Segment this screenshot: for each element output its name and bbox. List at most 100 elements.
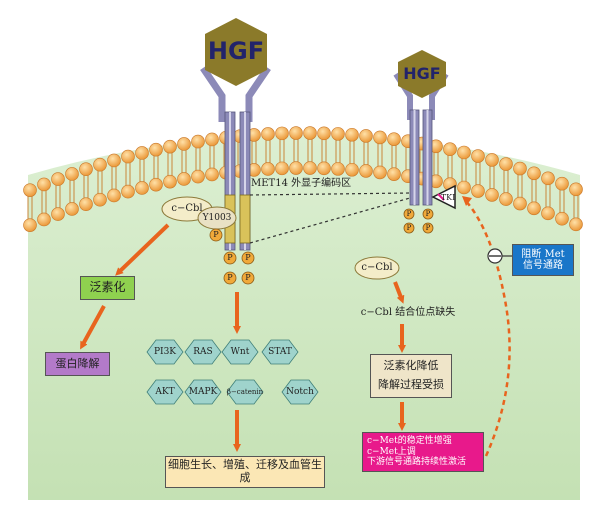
degradation-box: 蛋白降解 xyxy=(45,352,110,376)
reduced-line-1: 泛素化降低 xyxy=(383,359,439,373)
hgf-label-left: HGF xyxy=(207,37,265,66)
lipid-head xyxy=(499,192,513,206)
lipid-head xyxy=(191,169,205,184)
tki-triangle xyxy=(431,184,456,210)
lipid-head xyxy=(149,142,163,157)
lipid-head xyxy=(149,177,163,192)
arrow-cbl-to-site-loss xyxy=(393,281,405,304)
effector-hexagon xyxy=(261,339,299,365)
effector-label: Notch xyxy=(286,386,314,397)
phosphate-circle xyxy=(223,271,237,285)
reduced-ubiquitination-box: 泛素化降低 降解过程受损 xyxy=(370,354,452,398)
lipid-head xyxy=(541,171,555,186)
effector-hexagon xyxy=(281,379,319,405)
lipid-head xyxy=(555,176,569,191)
effector-label: MAPK xyxy=(188,386,218,397)
exon-label: MET14 外显子编码区 xyxy=(251,178,352,190)
effector-hexagons xyxy=(146,339,319,405)
lipid-head xyxy=(513,161,527,176)
met-receptor-left xyxy=(200,66,271,251)
effector-hexagon xyxy=(184,339,222,365)
lipid-head xyxy=(303,126,317,140)
tki-label: TKI xyxy=(440,193,456,203)
cbl-label-left: c−Cbl xyxy=(171,203,203,215)
lipid-head xyxy=(289,126,303,140)
phosphate-label: P xyxy=(425,223,431,232)
lipid-head xyxy=(471,184,485,198)
lipid-head xyxy=(443,142,457,157)
lipid-head xyxy=(485,153,499,167)
hgf-ligand-right xyxy=(398,50,446,98)
phosphate-label: P xyxy=(245,253,251,263)
block-met-line-1: 阻断 Met xyxy=(521,248,565,260)
lipid-head xyxy=(499,157,513,171)
lipid-head xyxy=(135,181,149,195)
inhibition-symbol xyxy=(487,248,512,264)
lipid-head xyxy=(373,130,387,145)
lipid-head xyxy=(163,174,177,189)
block-met-box: 阻断 Met 信号通路 xyxy=(512,244,574,276)
lipid-head xyxy=(471,149,485,163)
effector-label: RAS xyxy=(193,346,213,357)
effector-hexagon xyxy=(221,339,259,365)
phosphate-circle xyxy=(241,251,255,265)
arrow-cbl-to-ubiquitination xyxy=(115,223,170,276)
lipid-head xyxy=(65,167,79,181)
phosphate-label: P xyxy=(245,273,251,283)
effector-label: PI3K xyxy=(153,346,177,357)
phosphate-label: P xyxy=(406,209,412,218)
reduced-line-2: 降解过程受损 xyxy=(378,378,444,391)
lipid-head xyxy=(51,172,65,186)
result-line-3: 下游信号通路持续性激活 xyxy=(367,457,467,468)
lipid-head xyxy=(541,206,555,221)
lipid-head xyxy=(275,126,289,141)
lipid-head xyxy=(23,218,37,232)
lipid-head xyxy=(79,197,93,211)
phosphate-circle xyxy=(209,228,223,242)
phosphate-label: P xyxy=(406,223,412,232)
lipid-head xyxy=(177,172,191,186)
lipid-head xyxy=(205,132,219,147)
feedback-dashed-arrow xyxy=(464,199,511,457)
block-met-line-2: 信号通路 xyxy=(523,260,563,271)
binding-site-loss: c−Cbl 结合位点缺失 xyxy=(360,307,456,319)
lipid-head xyxy=(261,162,275,176)
phosphate-label: P xyxy=(425,209,431,218)
y1003-label: Y1003 xyxy=(202,212,232,223)
met-upregulation-box: c−Met的稳定性增强 c−Met上调 下游信号通路持续性激活 xyxy=(362,432,484,472)
pathway-arrows xyxy=(80,223,406,452)
effector-label: STAT xyxy=(268,346,292,357)
lipid-head xyxy=(51,207,65,221)
phosphate-label: P xyxy=(213,230,219,240)
phosphate-sites xyxy=(209,208,434,285)
lipid-head xyxy=(359,164,373,178)
effector-label: Wnt xyxy=(230,346,250,357)
arrow-ubiquitination-to-degradation xyxy=(80,305,106,350)
lipid-head xyxy=(331,127,345,141)
effector-hexagon xyxy=(226,379,264,405)
feedback-arrowhead xyxy=(462,196,472,206)
lipid-head xyxy=(373,165,387,180)
lipid-head xyxy=(527,166,541,181)
lipid-head xyxy=(331,162,345,176)
lipid-head xyxy=(79,162,93,176)
lipid-head xyxy=(93,192,107,207)
phosphate-circle xyxy=(223,251,237,265)
lipid-head xyxy=(513,196,527,211)
lipid-head xyxy=(303,161,317,175)
lipid-head xyxy=(457,145,471,160)
phosphate-circle xyxy=(403,222,415,234)
lipid-head xyxy=(345,127,359,142)
lipid-head xyxy=(359,129,373,143)
lipid-head xyxy=(289,161,303,175)
lipid-head xyxy=(37,177,51,192)
phosphate-circle xyxy=(422,222,434,234)
lipid-head xyxy=(65,202,79,216)
exon-dotted-connector xyxy=(249,192,411,196)
effector-hexagon xyxy=(146,339,184,365)
cbl-ellipse-right xyxy=(354,256,400,280)
phosphate-circle xyxy=(422,208,434,220)
lipid-head xyxy=(387,167,401,181)
